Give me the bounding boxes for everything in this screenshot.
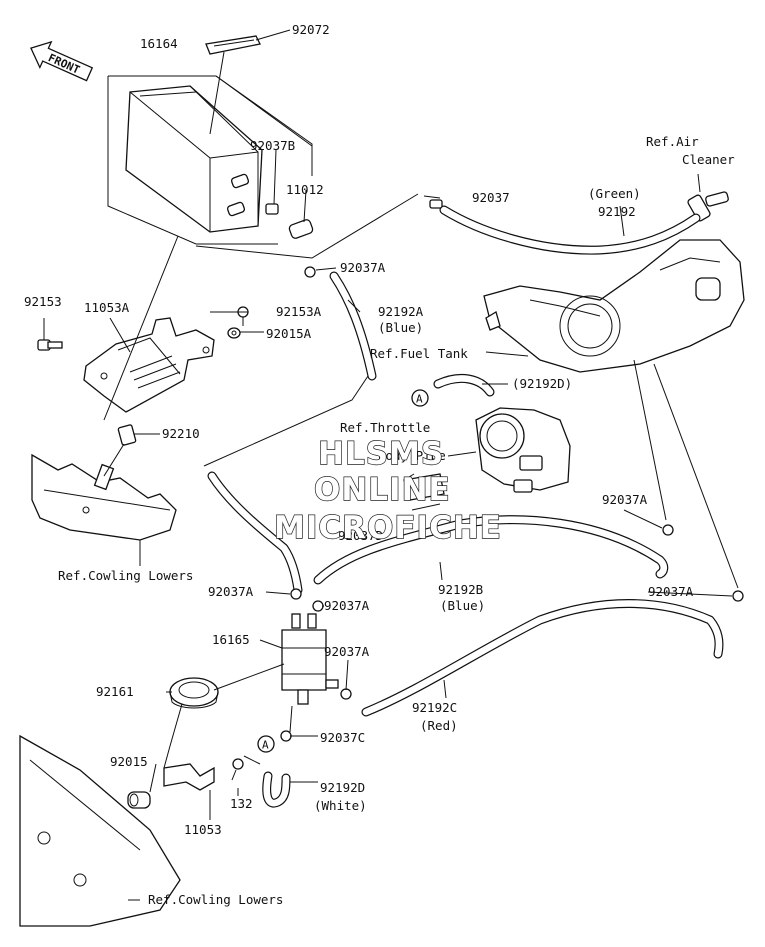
callout-ref-throttle: Ref.Throttle [340,420,430,435]
callout-blue-2: (Blue) [440,598,485,613]
callout-cleaner: Cleaner [682,152,735,167]
fuel-filter-16165 [281,613,339,705]
watermark-line3: MICROFICHE [274,510,502,546]
air-cleaner-fitting [687,173,729,222]
callout-92037A-1: 92037A [340,260,386,275]
callout-92015A: 92015A [266,326,312,341]
callout-92192A: 92192A [378,304,424,319]
callout-92210: 92210 [162,426,200,441]
callout-16165: 16165 [212,632,250,647]
hose-92192D-paren [433,373,495,397]
callout-92153A: 92153A [276,304,322,319]
connector-mark-a-top: A [411,389,429,407]
callout-92037D: 92037D [338,528,383,543]
clamp-92037A-filter2 [312,600,324,612]
hose-92192-green [439,205,701,255]
ring-92161 [169,677,219,709]
clamp-92037A-filter3 [340,688,352,700]
callout-92192C: 92192C [412,700,457,715]
cowling-lowers-upper [31,453,177,541]
callout-red: (Red) [420,718,458,733]
watermark-line2: ONLINE [314,472,451,508]
bolt-92153 [37,339,63,351]
bracket-11053 [163,763,215,791]
callout-ref-cowling-1: Ref.Cowling Lowers [58,568,193,583]
callout-11053A: 11053A [84,300,130,315]
callout-92037A-3: 92037A [208,584,254,599]
strap-92072 [205,35,261,55]
callout-11053: 11053 [184,822,222,837]
clamp-92037-top [429,199,443,209]
callout-labels: 16164 92072 92037B 11012 92037 Ref.Air C… [24,22,735,907]
clamp-92037B [265,203,279,215]
cowling-lowers-lower [19,734,181,927]
callout-92153: 92153 [24,294,62,309]
callout-ref-air: Ref.Air [646,134,699,149]
joint-11012 [288,219,314,239]
callout-92161: 92161 [96,684,134,699]
callout-92192B: 92192B [438,582,483,597]
callout-92037C: 92037C [320,730,365,745]
canister-16164 [125,85,263,233]
connector-mark-a-bottom: A [257,735,275,753]
hose-92192A-blue [329,271,377,381]
clamp-92037A-top [304,266,316,278]
callout-body-pipe: Body Pipe [378,448,446,463]
callout-ref-fuel-tank: Ref.Fuel Tank [370,346,468,361]
callout-92037A-4: 92037A [648,584,694,599]
front-arrow-icon: FRONT [30,40,94,82]
callout-green: (Green) [588,186,641,201]
clamp-92037A-filter1 [290,588,302,600]
clamp-92037A-right2 [732,590,744,602]
clamp-92037A-right1 [662,524,674,536]
callout-92037A-5: 92037A [324,598,370,613]
callout-16164: 16164 [140,36,178,51]
callout-92037-top: 92037 [472,190,510,205]
collar-92015 [127,791,151,809]
hose-92192C-red [361,599,724,717]
bolt-132 [231,758,244,781]
callout-132: 132 [230,796,253,811]
callout-92015: 92015 [110,754,148,769]
fuel-tank-ref [483,239,745,373]
clip-92210 [117,424,137,446]
clamp-92037C [280,730,292,742]
bolt-92153A [237,306,249,326]
watermark-line1: HLSMS [318,436,444,472]
callout-92037B: 92037B [250,138,295,153]
callout-92037A-6: 92037A [324,644,370,659]
callout-blue-1: (Blue) [378,320,423,335]
hose-92192D-white [262,771,291,808]
hose-left-long [207,471,303,595]
bracket-11053A [83,317,215,413]
callout-white: (White) [314,798,367,813]
callout-92192: 92192 [598,204,636,219]
callout-92037A-2: 92037A [602,492,648,507]
callout-11012: 11012 [286,182,324,197]
callout-92072: 92072 [292,22,330,37]
leader-lines [43,29,739,901]
callout-92192D-paren: (92192D) [512,376,572,391]
throttle-body-ref [403,407,571,501]
collar-92015A [227,327,241,339]
connector-mark-a-top-label: A [416,393,423,406]
hose-92192B-blue [313,515,669,585]
callout-ref-cowling-2: Ref.Cowling Lowers [148,892,283,907]
watermark: HLSMS ONLINE MICROFICHE [273,435,502,546]
callout-92192D: 92192D [320,780,365,795]
connector-mark-a-bottom-label: A [262,739,269,752]
